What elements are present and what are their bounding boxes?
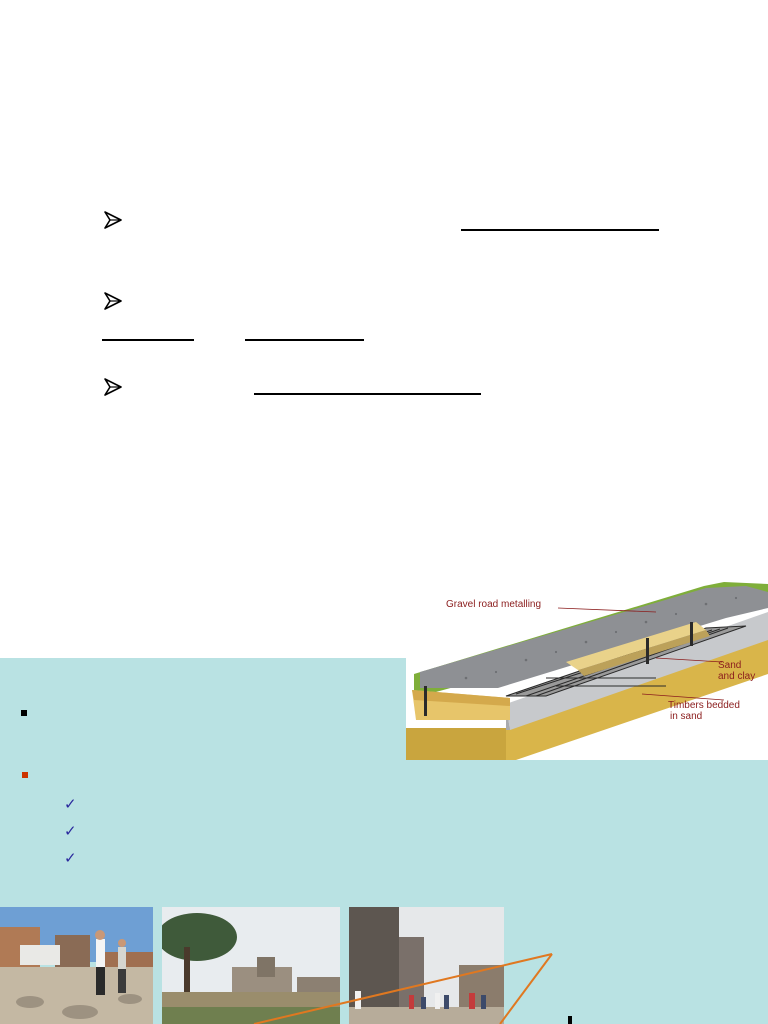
checkmark-icon: ✓ — [64, 849, 77, 867]
label-sand-clay-line2: and clay — [718, 671, 756, 682]
photo-ruins-with-tree — [162, 907, 340, 1024]
blank-underline-3 — [254, 393, 481, 395]
photo-roman-street-walkers — [0, 907, 153, 1024]
road-cross-section-diagram: Gravel road metalling Sand and clay Timb… — [406, 578, 768, 760]
photo-narrow-street-tourists — [349, 907, 504, 1024]
square-bullet-icon — [22, 772, 28, 778]
blank-underline-1 — [461, 229, 659, 231]
arrowhead-bullet-icon — [104, 292, 122, 310]
checkmark-icon: ✓ — [64, 822, 77, 840]
square-bullet-icon — [21, 710, 27, 716]
arrowhead-bullet-icon — [104, 378, 122, 396]
label-timbers-line1: Timbers bedded — [668, 700, 740, 711]
blank-underline-2b — [245, 339, 364, 341]
blank-underline-2a — [102, 339, 194, 341]
checkmark-icon: ✓ — [64, 795, 77, 813]
label-gravel-road-metalling: Gravel road metalling — [446, 599, 542, 610]
label-sand-clay-line1: Sand — [718, 660, 742, 671]
label-timbers-line2: in sand — [670, 711, 703, 722]
arrowhead-bullet-icon — [104, 211, 122, 229]
road-layers-illustration — [406, 582, 768, 760]
